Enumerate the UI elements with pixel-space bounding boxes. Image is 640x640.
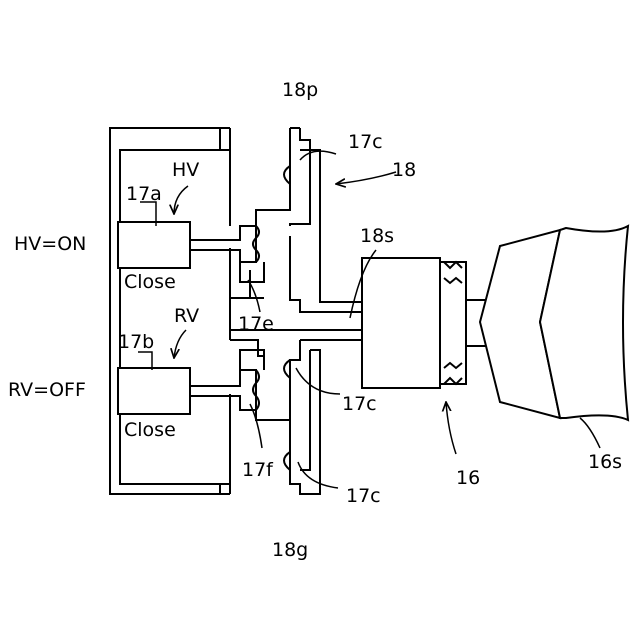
label-17a: 17a bbox=[126, 183, 162, 205]
close-label-b: Close bbox=[124, 419, 176, 441]
nozzle-assembly-16 bbox=[466, 226, 628, 420]
label-16: 16 bbox=[456, 467, 480, 489]
label-18p: 18p bbox=[282, 79, 318, 101]
label-17c-bot: 17c bbox=[346, 485, 381, 507]
leader-17c-bot bbox=[298, 462, 338, 488]
arrow-hv bbox=[174, 186, 188, 214]
label-17e: 17e bbox=[238, 313, 274, 335]
actuator-17a bbox=[118, 222, 259, 268]
label-rv: RV bbox=[174, 305, 199, 327]
label-18g: 18g bbox=[272, 539, 308, 561]
label-17b: 17b bbox=[118, 331, 154, 353]
label-17f: 17f bbox=[242, 459, 274, 481]
actuator-17b bbox=[118, 368, 259, 414]
arrow-16 bbox=[446, 402, 456, 454]
arrow-rv bbox=[174, 330, 186, 358]
label-18s: 18s bbox=[360, 225, 394, 247]
label-17c-top: 17c bbox=[348, 131, 383, 153]
leader-16s bbox=[580, 418, 600, 448]
hv-state: HV=ON bbox=[14, 233, 86, 255]
label-18: 18 bbox=[392, 159, 416, 181]
rv-state: RV=OFF bbox=[8, 379, 86, 401]
connector-block-18s bbox=[362, 258, 466, 388]
label-16s: 16s bbox=[588, 451, 622, 473]
leader-17c-mid bbox=[296, 368, 340, 394]
label-hv: HV bbox=[172, 159, 199, 181]
leader-17c-top bbox=[300, 151, 336, 160]
leader-18 bbox=[336, 172, 396, 184]
label-17c-mid: 17c bbox=[342, 393, 377, 415]
close-label-a: Close bbox=[124, 271, 176, 293]
